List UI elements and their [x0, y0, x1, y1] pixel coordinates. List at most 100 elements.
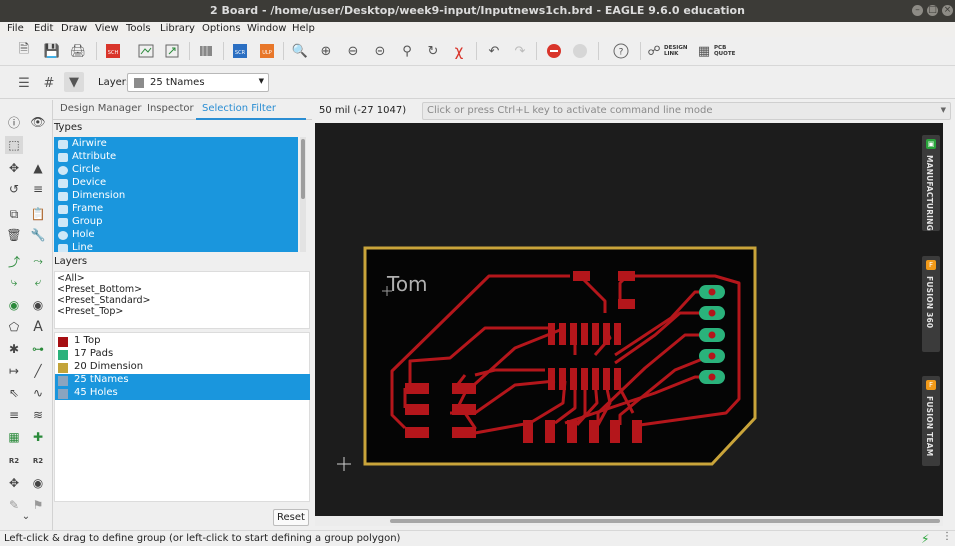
rotate-icon[interactable]: ↺ — [8, 182, 20, 196]
close-button[interactable]: × — [942, 5, 953, 16]
move-icon[interactable]: ✥ — [8, 161, 20, 175]
zoom-out-icon[interactable]: ⊖ — [347, 43, 359, 59]
library-icon[interactable] — [196, 41, 216, 61]
dimension-icon[interactable]: ⇖ — [8, 386, 20, 400]
type-line[interactable]: Line — [54, 242, 298, 252]
net-icon[interactable]: ✱ — [8, 342, 20, 356]
layer-presets-list[interactable]: <All> <Preset_Bottom> <Preset_Standard> … — [54, 271, 310, 329]
maximize-button[interactable]: □ — [927, 5, 938, 16]
type-airwire[interactable]: Airwire — [54, 138, 298, 151]
menu-window[interactable]: Window — [247, 23, 287, 34]
reset-button[interactable]: Reset — [273, 509, 309, 526]
wire-icon[interactable]: ⊶ — [32, 342, 44, 356]
type-hole[interactable]: Hole — [54, 229, 298, 242]
optimize-icon[interactable]: ⤶ — [34, 274, 42, 289]
preset-standard[interactable]: <Preset_Standard> — [57, 295, 151, 306]
preset-top[interactable]: <Preset_Top> — [57, 306, 124, 317]
layer-row-pads[interactable]: 17 Pads — [55, 348, 310, 361]
type-dimension[interactable]: Dimension — [54, 190, 298, 203]
layers-list[interactable]: 1 Top 17 Pads 20 Dimension 25 tNames 45 … — [54, 332, 310, 502]
menu-help[interactable]: Help — [292, 23, 315, 34]
zoom-in-icon[interactable]: ⊕ — [320, 43, 332, 59]
stop-icon[interactable] — [544, 41, 564, 61]
paste-icon[interactable]: 📋 — [30, 207, 46, 221]
scr-icon[interactable]: SCR — [230, 41, 250, 61]
export-icon[interactable] — [162, 41, 182, 61]
menu-file[interactable]: File — [7, 23, 24, 34]
ulp-icon[interactable]: ULP — [257, 41, 277, 61]
attribute-tag-icon[interactable]: ⚑ — [32, 498, 44, 512]
type-frame[interactable]: Frame — [54, 203, 298, 216]
zoom-fit-icon[interactable]: 🔍 — [291, 43, 309, 59]
board-canvas[interactable]: Tom — [315, 123, 943, 516]
layers-icon[interactable]: ☰ — [18, 75, 30, 91]
polygon-icon[interactable]: ⬠ — [8, 320, 20, 334]
redraw-icon[interactable]: ↻ — [427, 43, 439, 59]
help-icon[interactable]: ? — [611, 41, 631, 61]
preset-all[interactable]: <All> — [57, 273, 85, 284]
type-circle[interactable]: Circle — [54, 164, 298, 177]
lock-icon[interactable]: ◉ — [32, 476, 44, 490]
change-icon[interactable]: 🔧 — [30, 228, 46, 242]
delete-icon[interactable]: 🗑 — [6, 228, 22, 242]
info-icon[interactable]: ⓘ — [7, 115, 20, 130]
sch-icon[interactable]: SCH — [103, 41, 123, 61]
align-icon[interactable]: ≡ — [32, 182, 44, 196]
fusion-team-side-tab[interactable]: F FUSION TEAM — [922, 376, 940, 466]
text-icon[interactable]: A — [33, 319, 43, 335]
layer-select[interactable]: 25 tNames ▼ — [127, 73, 269, 92]
menu-edit[interactable]: Edit — [34, 23, 54, 34]
save-icon[interactable]: 💾 — [43, 43, 61, 59]
select-group-icon[interactable]: ⬚ — [5, 136, 23, 154]
type-group[interactable]: Group — [54, 216, 298, 229]
manufacturing-side-tab[interactable]: ▣ MANUFACTURING — [922, 135, 940, 231]
tab-inspector[interactable]: Inspector — [147, 103, 194, 114]
eraser-icon[interactable]: ✎ — [8, 498, 20, 512]
preset-bottom[interactable]: <Preset_Bottom> — [57, 284, 143, 295]
ripup-icon[interactable]: ⤳ — [33, 253, 43, 268]
menu-tools[interactable]: Tools — [126, 23, 151, 34]
mirror-icon[interactable]: ▲ — [33, 161, 43, 175]
menu-options[interactable]: Options — [202, 23, 241, 34]
board-name-text[interactable]: Tom — [386, 272, 428, 296]
arc-icon[interactable]: ↦ — [8, 364, 20, 378]
smash-icon[interactable]: ✥ — [8, 476, 20, 490]
via-icon[interactable]: ◉ — [8, 298, 20, 312]
filter-icon[interactable]: ▼ — [64, 72, 84, 92]
lightning-icon[interactable]: ⚡ — [921, 532, 930, 546]
menu-view[interactable]: View — [95, 23, 119, 34]
zoom-area-icon[interactable]: ⚲ — [402, 43, 412, 59]
go-icon[interactable] — [570, 41, 590, 61]
split-icon[interactable]: ⤷ — [10, 274, 18, 289]
tab-design-manager[interactable]: Design Manager — [60, 103, 142, 114]
command-line[interactable]: Click or press Ctrl+L key to activate co… — [422, 102, 951, 120]
value-icon[interactable]: R2 — [32, 457, 44, 465]
redo-icon[interactable]: ↷ — [514, 43, 526, 59]
types-scrollbar[interactable] — [300, 137, 306, 252]
add-part-icon[interactable]: ▦ — [8, 430, 20, 444]
minimize-button[interactable]: – — [912, 5, 923, 16]
type-attribute[interactable]: Attribute — [54, 151, 298, 164]
line-icon[interactable]: ╱ — [34, 364, 42, 378]
meander-icon[interactable]: ∿ — [32, 386, 44, 400]
layer-row-dimension[interactable]: 20 Dimension — [55, 361, 310, 374]
hole-icon[interactable]: ◉ — [32, 298, 44, 312]
copy-icon[interactable]: ⧉ — [9, 206, 19, 221]
ratsnest-icon[interactable]: χ — [454, 42, 464, 60]
grid-icon[interactable]: # — [43, 75, 55, 91]
layer-row-top[interactable]: 1 Top — [55, 335, 310, 348]
chevron-down-icon[interactable]: ▼ — [940, 106, 946, 114]
types-list[interactable]: Airwire Attribute Circle Device Dimensio… — [54, 137, 298, 252]
menu-library[interactable]: Library — [160, 23, 195, 34]
route-icon[interactable]: ⤴ — [7, 254, 20, 269]
show-icon[interactable]: 👁 — [30, 115, 46, 129]
differential-pair-icon[interactable]: ≋ — [32, 408, 44, 422]
tab-selection-filter[interactable]: Selection Filter — [202, 103, 277, 114]
cam-icon[interactable] — [136, 41, 156, 61]
bus-icon[interactable]: ≡ — [8, 408, 20, 422]
replace-icon[interactable]: ✚ — [32, 430, 44, 444]
undo-icon[interactable]: ↶ — [488, 43, 500, 59]
fusion360-side-tab[interactable]: F FUSION 360 — [922, 256, 940, 352]
